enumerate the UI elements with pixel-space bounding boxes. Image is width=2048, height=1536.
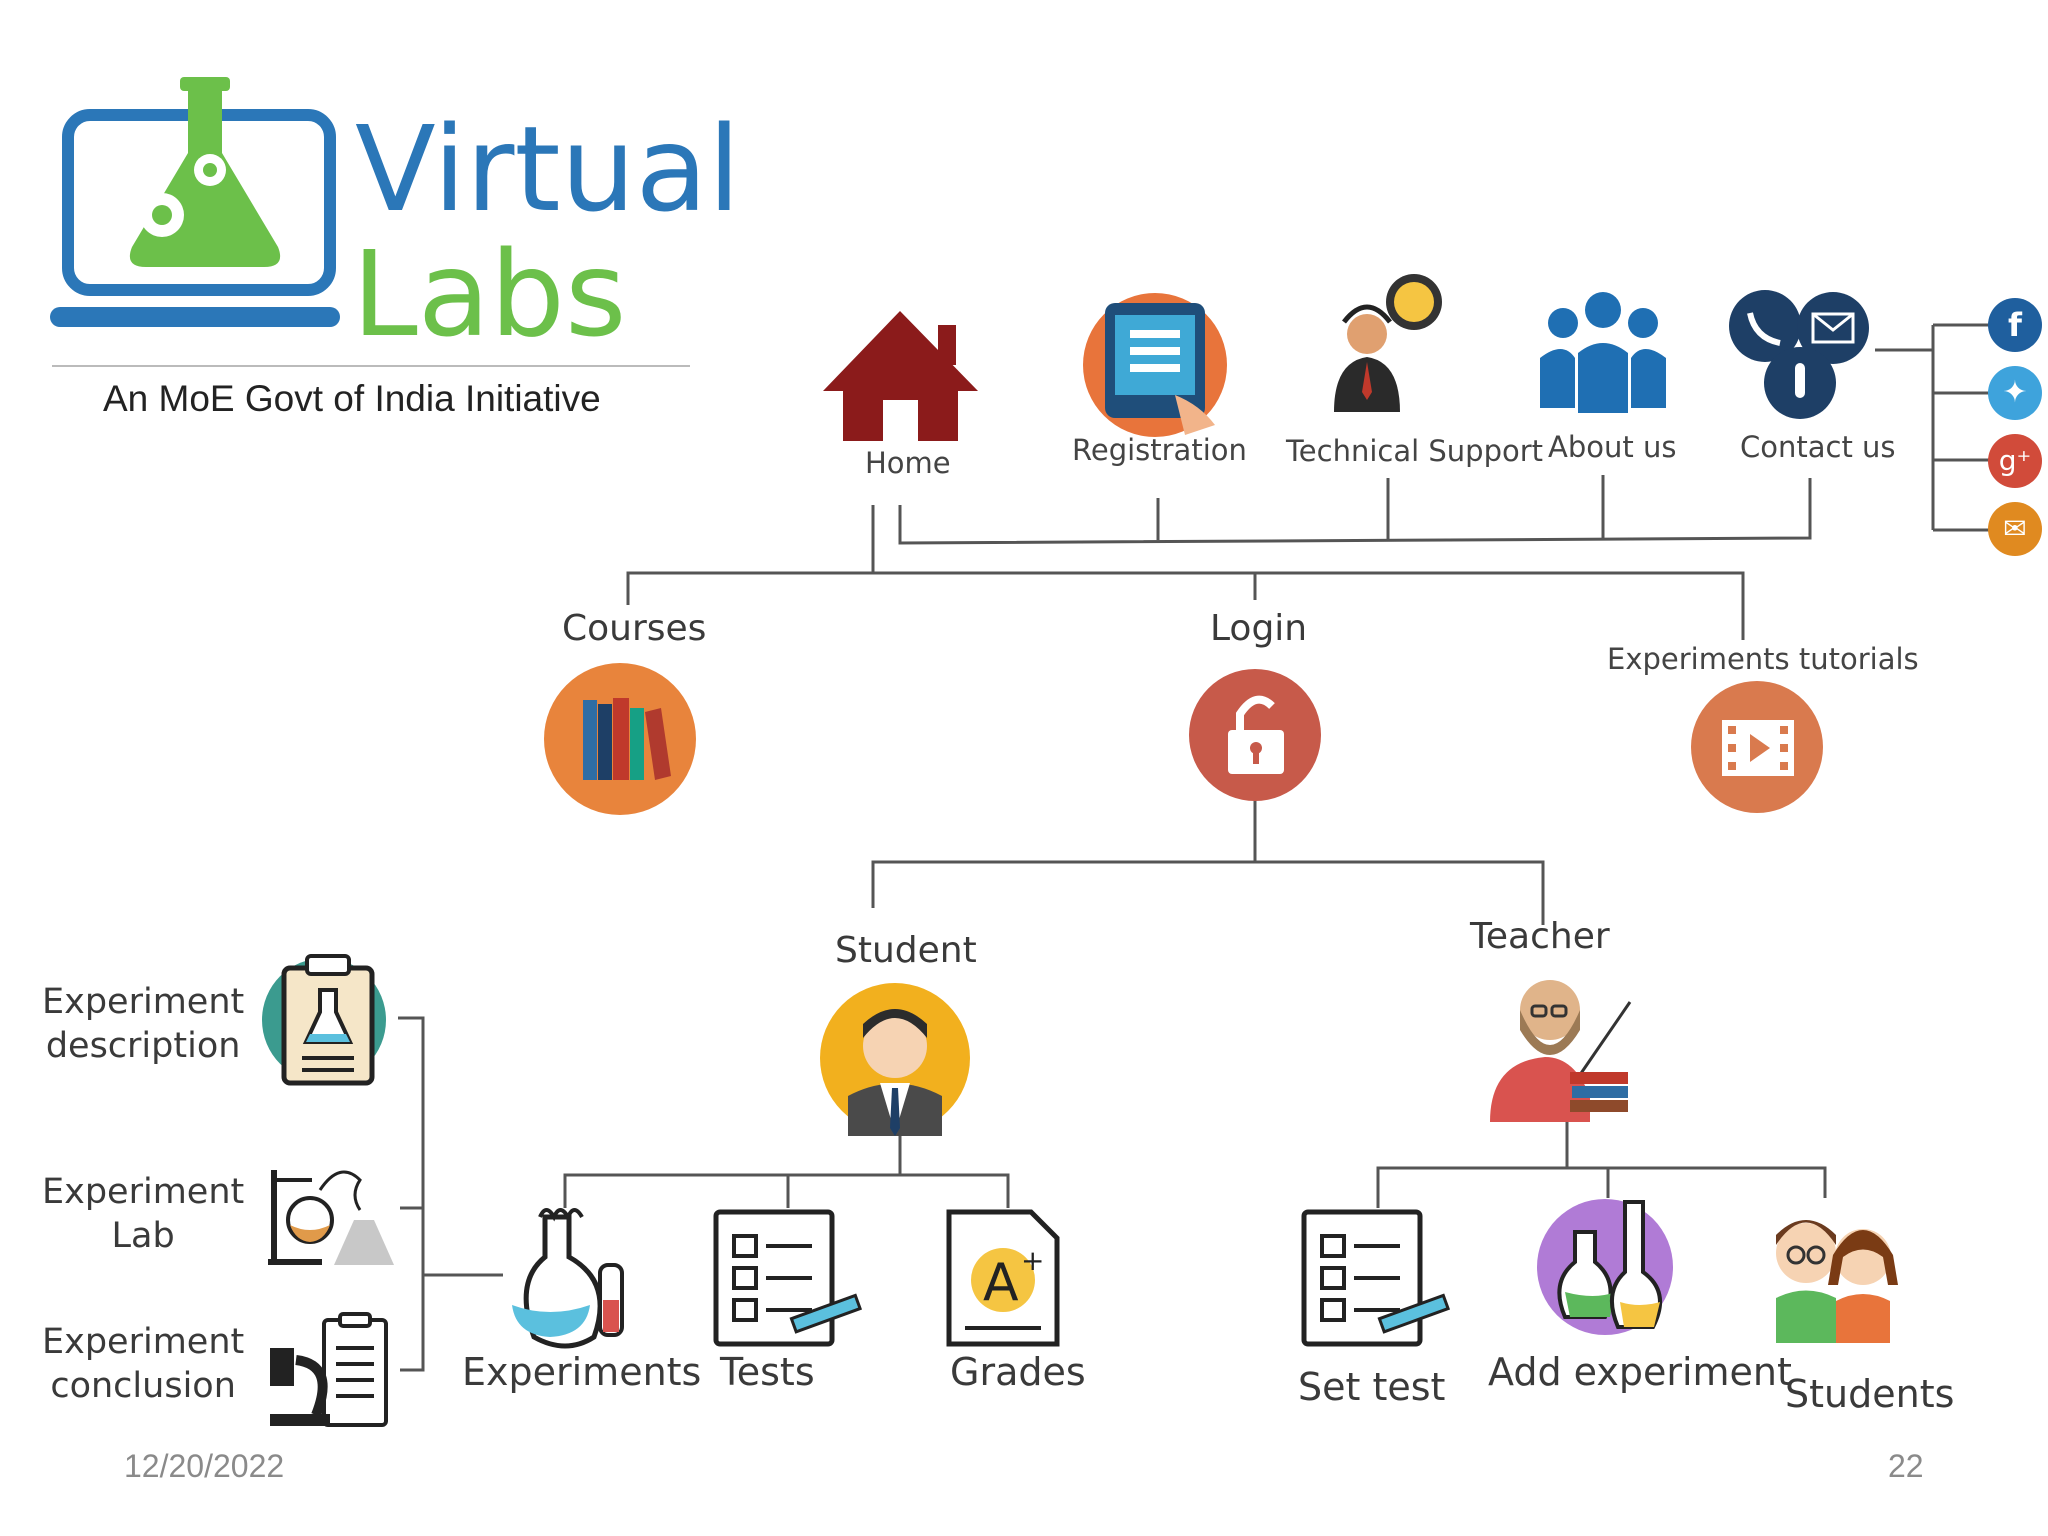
laptop-flask-icon <box>50 77 340 327</box>
set-test-node[interactable] <box>1300 1208 1451 1352</box>
checklist-icon <box>1301 1209 1451 1347</box>
support-agent-icon <box>1334 274 1442 412</box>
teacher-icon <box>1490 980 1632 1122</box>
courses-node[interactable] <box>543 662 698 821</box>
grade-a-plus-icon: A + <box>946 1209 1060 1347</box>
people-group-icon <box>1540 292 1666 413</box>
login-node[interactable] <box>1188 668 1323 807</box>
courses-label[interactable]: Courses <box>562 608 707 649</box>
home-node[interactable] <box>818 305 983 449</box>
experiment-lab-node[interactable] <box>262 1150 402 1274</box>
svg-text:+: + <box>1021 1244 1044 1277</box>
footer-date: 12/20/2022 <box>124 1448 285 1484</box>
logo-word-virtual: Virtual <box>355 100 741 238</box>
tests-node[interactable] <box>712 1208 863 1352</box>
experiments-tutorials-node[interactable] <box>1690 680 1825 819</box>
nav-technical-support-label[interactable]: Technical Support <box>1286 434 1544 468</box>
checklist-icon <box>713 1209 863 1347</box>
experiment-conclusion-label[interactable]: Experiment conclusion <box>42 1322 245 1406</box>
twitter-icon[interactable]: ✦ <box>1988 366 2042 420</box>
contact-phone-mail-icon <box>1729 290 1869 419</box>
clipboard-flask-icon <box>262 954 386 1086</box>
technical-support-node[interactable] <box>1322 272 1462 426</box>
nav-home-label[interactable]: Home <box>865 446 951 480</box>
books-icon <box>544 663 696 815</box>
student-label[interactable]: Student <box>835 930 977 971</box>
logo-word-labs: Labs <box>352 225 627 363</box>
contact-us-node[interactable] <box>1725 288 1880 427</box>
set-test-label[interactable]: Set test <box>1298 1365 1446 1409</box>
student-node[interactable] <box>818 983 973 1142</box>
experiments-node[interactable] <box>500 1205 640 1359</box>
students-label[interactable]: Students <box>1785 1372 1955 1416</box>
video-play-icon <box>1691 681 1823 813</box>
experiment-conclusion-node[interactable] <box>262 1312 397 1436</box>
logo-tagline: An MoE Govt of India Initiative <box>103 378 601 419</box>
unlock-icon <box>1189 669 1321 801</box>
nav-registration-label[interactable]: Registration <box>1072 433 1247 467</box>
mail-icon[interactable]: ✉ <box>1988 502 2042 556</box>
experiments-label[interactable]: Experiments <box>462 1350 702 1394</box>
student-avatar-icon <box>820 983 970 1136</box>
lab-flasks-icon <box>1537 1199 1673 1335</box>
page-number: 22 <box>1888 1448 1924 1484</box>
experiment-description-node[interactable] <box>262 950 397 1094</box>
experiment-description-label[interactable]: Experiment description <box>42 982 245 1066</box>
registration-node[interactable] <box>1075 293 1235 439</box>
grades-label[interactable]: Grades <box>950 1350 1086 1394</box>
teacher-label[interactable]: Teacher <box>1470 916 1610 957</box>
lab-apparatus-icon <box>268 1170 394 1265</box>
virtual-labs-logo <box>50 75 350 339</box>
nav-contact-us-label[interactable]: Contact us <box>1740 430 1896 464</box>
google-plus-icon[interactable]: g⁺ <box>1988 434 2042 488</box>
microscope-report-icon <box>270 1312 388 1427</box>
flask-icon <box>512 1208 624 1349</box>
house-icon <box>823 311 978 441</box>
logo-divider <box>52 365 690 367</box>
facebook-icon[interactable]: f <box>1988 298 2042 352</box>
add-experiment-node[interactable] <box>1537 1192 1680 1346</box>
svg-text:A: A <box>983 1253 1019 1313</box>
nav-about-us-label[interactable]: About us <box>1548 430 1677 464</box>
about-us-node[interactable] <box>1538 288 1668 422</box>
teacher-node[interactable] <box>1480 962 1640 1136</box>
grades-node[interactable]: A + <box>945 1208 1060 1352</box>
experiment-lab-label[interactable]: Experiment Lab <box>42 1172 245 1256</box>
login-label[interactable]: Login <box>1210 608 1308 649</box>
children-icon <box>1776 1220 1898 1343</box>
students-node[interactable] <box>1758 1195 1908 1349</box>
tablet-registration-icon <box>1083 293 1227 437</box>
add-experiment-label[interactable]: Add experiment <box>1488 1350 1792 1394</box>
experiments-tutorials-label[interactable]: Experiments tutorials <box>1607 642 1919 676</box>
tests-label[interactable]: Tests <box>720 1350 815 1394</box>
